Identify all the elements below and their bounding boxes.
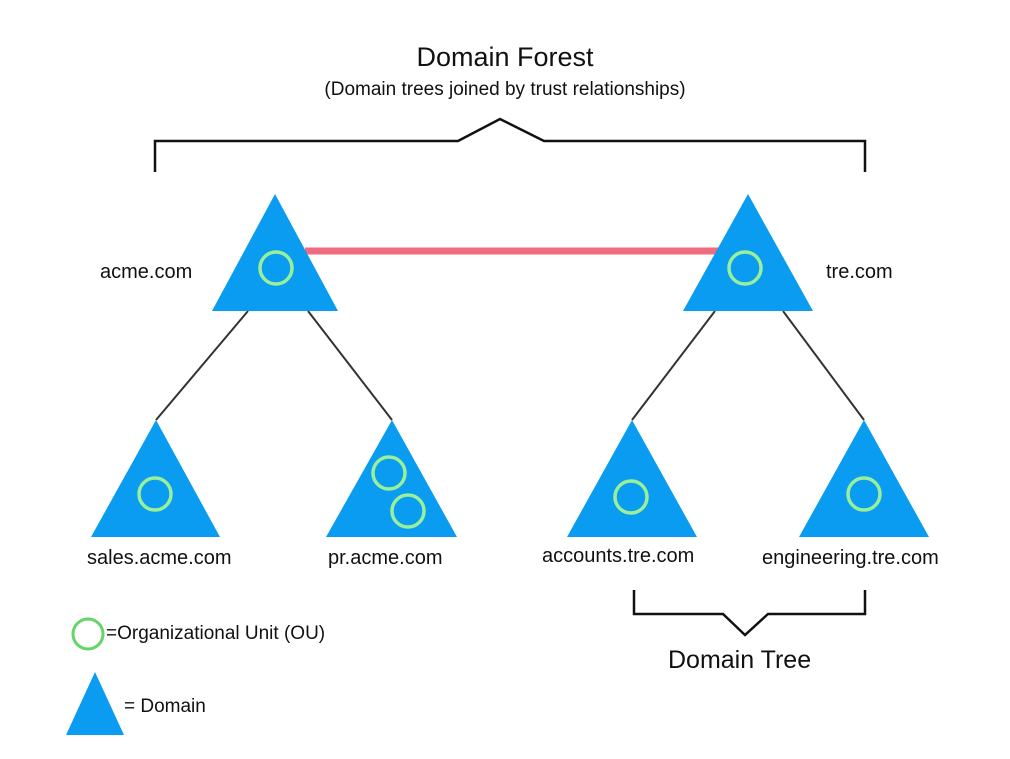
domain-label-tre: tre.com (826, 261, 893, 283)
legend-ou-icon (71, 617, 105, 651)
ou-circle (390, 493, 426, 529)
ou-circle (258, 250, 294, 286)
forest-bracket (153, 117, 867, 172)
ou-circle (371, 455, 407, 491)
edge-acme-sales (155, 310, 249, 421)
ou-circle (727, 250, 763, 286)
edge-acme-pr (307, 310, 393, 421)
domain-label-engineering: engineering.tre.com (762, 547, 939, 569)
domain-label-acme: acme.com (100, 261, 193, 283)
forest-subtitle: (Domain trees joined by trust relationsh… (324, 79, 686, 100)
domain-label-accounts: accounts.tre.com (542, 545, 695, 567)
ou-circle (613, 479, 649, 515)
forest-title: Domain Forest (416, 42, 594, 72)
domain-tree-bracket (632, 590, 867, 637)
edge-tre-accounts (631, 310, 716, 421)
domain-label-pr: pr.acme.com (328, 547, 443, 569)
ou-circle (846, 476, 882, 512)
domain-label-sales: sales.acme.com (87, 547, 232, 569)
legend-domain-icon (66, 672, 124, 735)
edge-tre-engineering (782, 310, 865, 421)
domain-tree-label: Domain Tree (668, 646, 812, 674)
ou-circle (137, 476, 173, 512)
legend-domain-label: = Domain (124, 696, 206, 717)
domain-accounts-triangle (567, 420, 697, 537)
legend-ou-label: =Organizational Unit (OU) (106, 623, 326, 644)
